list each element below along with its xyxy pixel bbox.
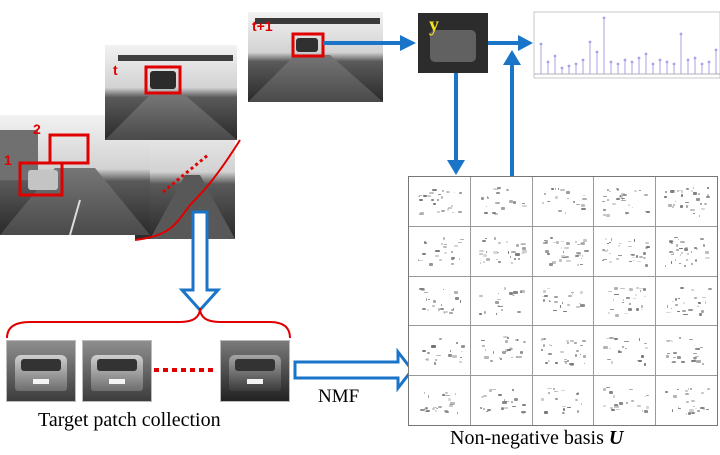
basis-image xyxy=(532,177,594,226)
frame-label-t-plus-1: t+1 xyxy=(252,18,273,34)
basis-image xyxy=(470,177,532,226)
down-hollow-arrow xyxy=(178,210,222,313)
basis-caption: Non-negative basis U xyxy=(450,427,624,449)
basis-image xyxy=(532,226,594,276)
patches-bracket xyxy=(6,307,291,339)
frame-label-t: t xyxy=(113,62,118,78)
basis-image xyxy=(656,177,717,226)
basis-image xyxy=(470,326,532,376)
coefficient-stem-head xyxy=(609,60,613,64)
coefficient-stem-head xyxy=(630,60,634,64)
coefficient-stem-head xyxy=(637,56,641,60)
basis-image xyxy=(409,326,470,376)
car-1 xyxy=(28,170,58,190)
basis-image xyxy=(594,177,656,226)
basis-image xyxy=(656,226,717,276)
coefficient-stem-head xyxy=(595,50,599,54)
frame-label-2: 2 xyxy=(33,121,41,137)
coefficient-stem-head xyxy=(553,54,557,58)
basis-image xyxy=(409,177,470,226)
tracking-box-t xyxy=(144,65,182,95)
basis-image xyxy=(470,226,532,276)
basis-image xyxy=(470,376,532,425)
coefficient-stem-head xyxy=(616,62,620,66)
basis-image xyxy=(656,326,717,376)
coefficient-stem-head xyxy=(672,62,676,66)
tracking-box-1 xyxy=(18,161,64,197)
target-patch-1 xyxy=(6,340,76,402)
coefficient-stem-head xyxy=(546,60,550,64)
coefficient-stem-head xyxy=(665,60,669,64)
car-t-plus-1 xyxy=(296,38,318,52)
coefficient-stem-head xyxy=(700,62,704,66)
frame-ellipsis xyxy=(162,153,209,194)
target-patch-2 xyxy=(82,340,152,402)
coefficient-stem-head xyxy=(651,62,655,66)
frames-bracket xyxy=(134,139,241,241)
coefficient-stem-head xyxy=(644,52,648,56)
coefficient-stem-head xyxy=(588,40,592,44)
coefficient-stem-head xyxy=(658,58,662,62)
collection-caption: Target patch collection xyxy=(38,409,221,431)
coefficient-stem-head xyxy=(693,56,697,60)
coefficient-stems xyxy=(539,16,718,74)
basis-caption-symbol: U xyxy=(608,427,624,449)
y-patch-car xyxy=(430,30,476,62)
arrows xyxy=(323,35,533,176)
basis-image xyxy=(532,376,594,425)
coefficient-stem-head xyxy=(581,58,585,62)
basis-image xyxy=(656,276,717,326)
basis-image xyxy=(594,226,656,276)
coefficient-stem-head xyxy=(574,62,578,66)
coefficient-stem-head xyxy=(707,60,711,64)
nmf-basis-grid xyxy=(408,176,718,426)
basis-image xyxy=(409,226,470,276)
right-hollow-arrow xyxy=(293,347,414,393)
coefficient-stem-head xyxy=(623,58,627,62)
y-label: y xyxy=(429,14,439,36)
coefficient-plot xyxy=(533,11,720,79)
coefficient-stem-head xyxy=(714,48,718,52)
basis-image xyxy=(409,276,470,326)
basis-image xyxy=(594,276,656,326)
coefficient-stem-head xyxy=(560,66,564,70)
coefficient-stem-head xyxy=(539,42,543,46)
basis-image xyxy=(594,376,656,425)
coefficient-stem-head xyxy=(679,32,683,36)
nmf-label: NMF xyxy=(318,386,360,407)
car-t xyxy=(150,71,176,89)
tracking-box-2 xyxy=(48,133,90,165)
frame-label-1: 1 xyxy=(4,152,12,168)
target-patch-n xyxy=(220,340,290,402)
basis-image xyxy=(532,326,594,376)
basis-image xyxy=(470,276,532,326)
basis-image xyxy=(656,376,717,425)
coefficient-stem-head xyxy=(602,16,606,20)
basis-image xyxy=(532,276,594,326)
coefficient-stem-head xyxy=(567,64,571,68)
basis-image xyxy=(594,326,656,376)
basis-image xyxy=(409,376,470,425)
coefficient-stem-head xyxy=(686,58,690,62)
